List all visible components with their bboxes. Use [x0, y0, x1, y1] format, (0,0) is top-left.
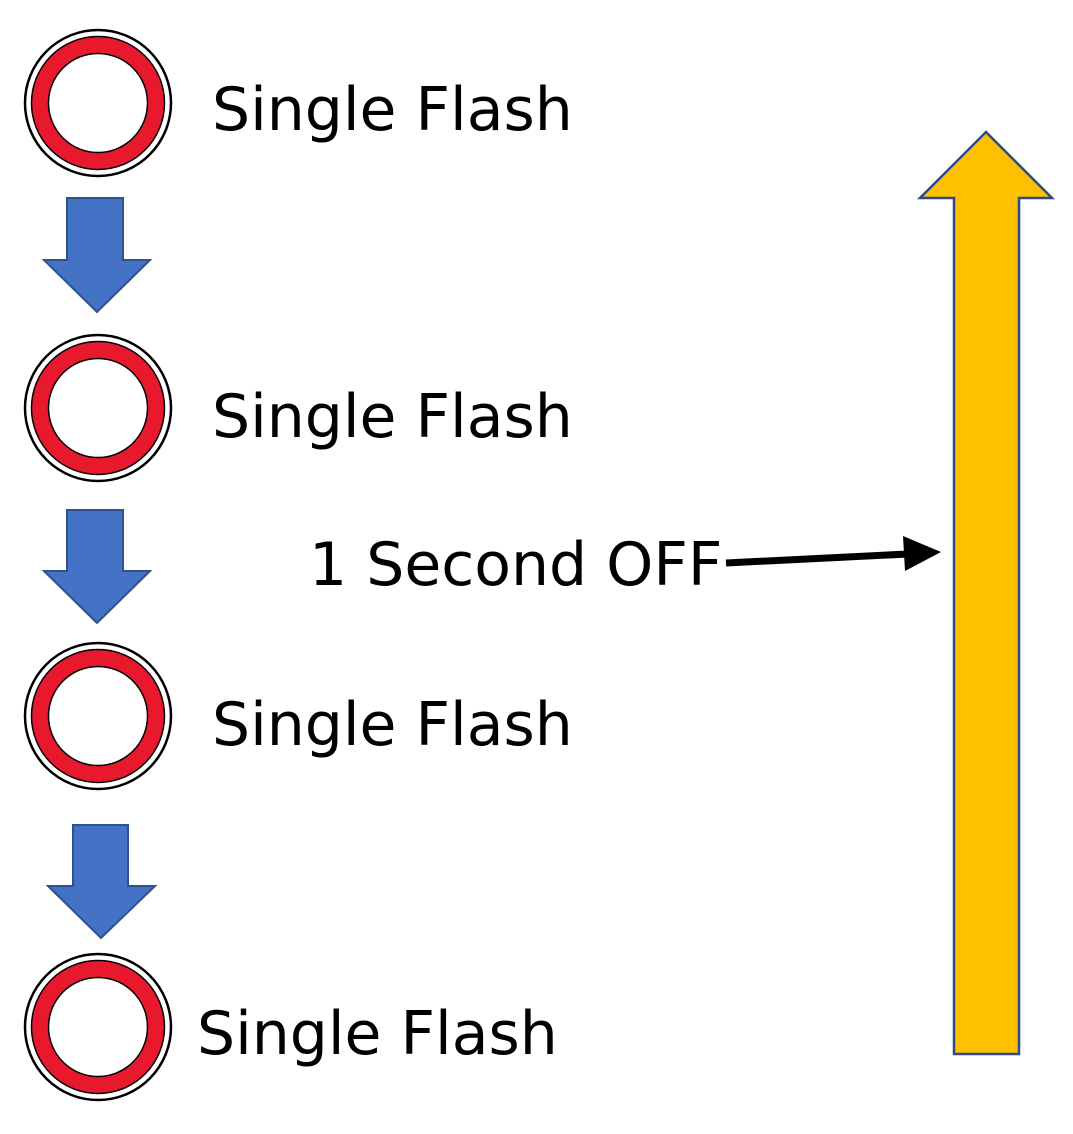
flash-step-2: Single Flash: [23, 333, 573, 483]
led-ring-icon: [23, 641, 173, 791]
down-arrow-icon: [41, 197, 153, 314]
step-label: Single Flash: [212, 382, 573, 452]
pointer-arrow-icon: [725, 536, 941, 571]
step-label: Single Flash: [212, 75, 573, 145]
down-arrow-icon: [45, 824, 158, 940]
flash-step-1: Single Flash: [23, 28, 573, 178]
flash-step-4: Single Flash: [23, 952, 558, 1102]
step-label: Single Flash: [212, 690, 573, 760]
led-ring-icon: [23, 28, 173, 178]
step-label: Single Flash: [197, 999, 558, 1069]
up-arrow-icon: [916, 130, 1056, 1056]
flash-step-3: Single Flash: [23, 641, 573, 791]
led-ring-icon: [23, 333, 173, 483]
led-ring-icon: [23, 952, 173, 1102]
down-arrow-icon: [41, 509, 153, 625]
off-duration-label: 1 Second OFF: [309, 530, 722, 600]
